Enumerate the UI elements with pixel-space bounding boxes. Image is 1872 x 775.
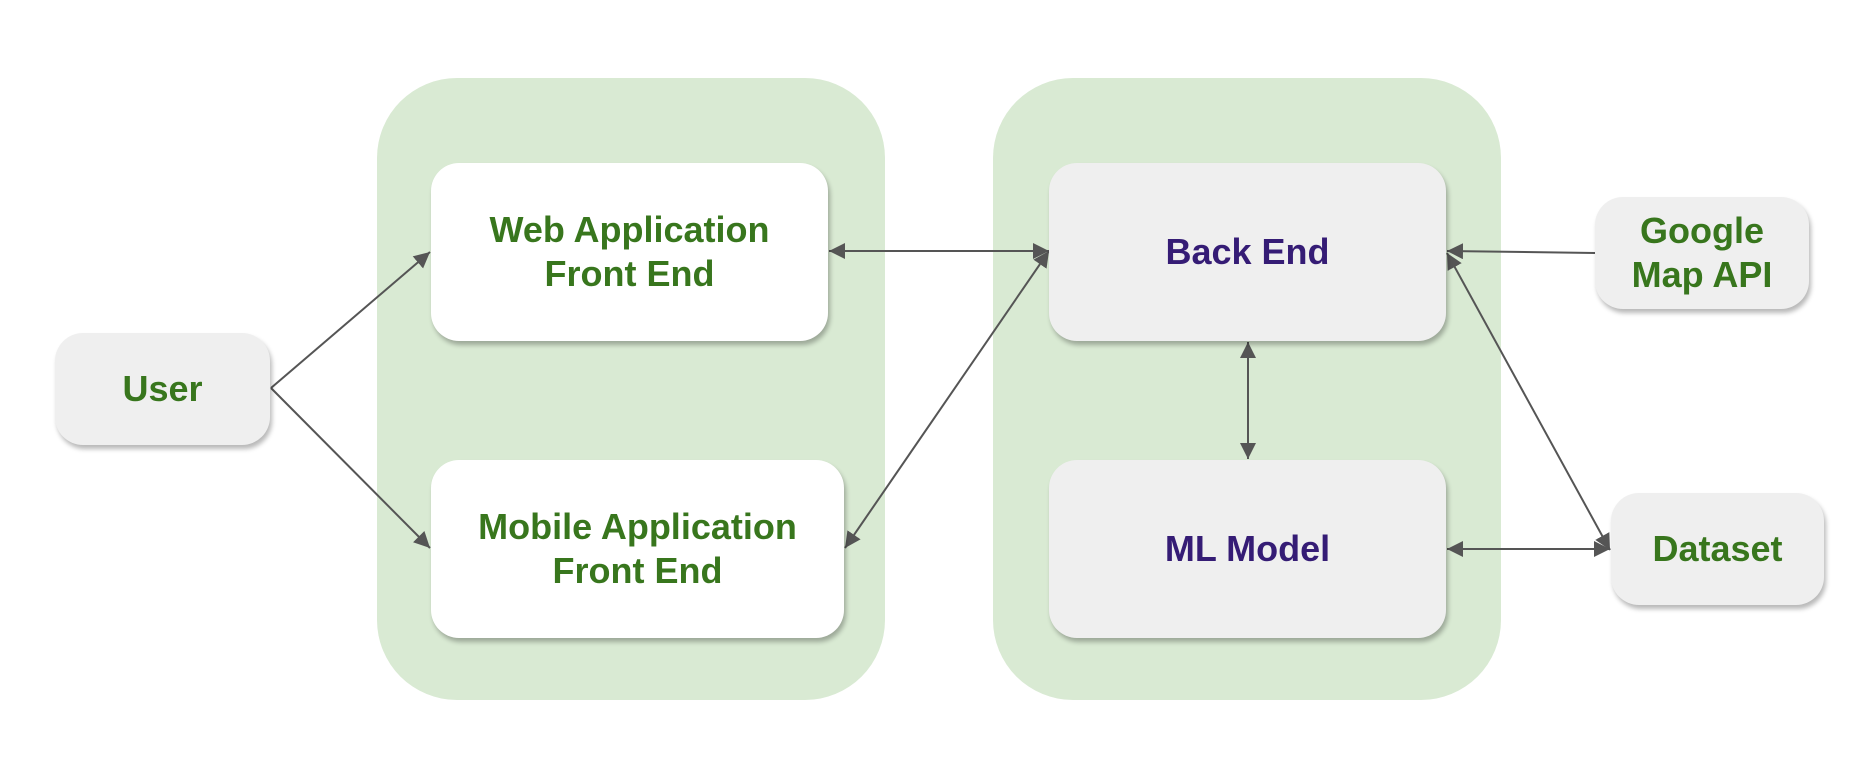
edge-back-end-dataset — [1446, 252, 1611, 551]
mobile-front-end-node: Mobile Application Front End — [431, 460, 844, 638]
web-front-end-node: Web Application Front End — [431, 163, 828, 341]
ml-model-label: ML Model — [1164, 528, 1331, 569]
back-end-label: Back End — [1165, 231, 1330, 272]
google-map-api-label: Google Map API — [1631, 210, 1773, 295]
dataset-label: Dataset — [1652, 528, 1783, 569]
google-map-api-node: Google Map API — [1595, 197, 1809, 309]
dataset-node: Dataset — [1611, 493, 1824, 605]
edge-user-to-mobile-front-end — [270, 387, 431, 549]
mobile-front-end-label: Mobile Application Front End — [478, 506, 797, 591]
edge-user-to-web-front-end — [270, 251, 431, 389]
user-node: User — [55, 333, 270, 445]
user-label: User — [122, 368, 203, 409]
ml-model-node: ML Model — [1049, 460, 1446, 638]
edge-mobile-front-end-back-end — [844, 250, 1050, 549]
edge-google-map-api-to-back-end — [1446, 243, 1596, 260]
back-end-node: Back End — [1049, 163, 1446, 341]
web-front-end-label: Web Application Front End — [489, 209, 770, 294]
